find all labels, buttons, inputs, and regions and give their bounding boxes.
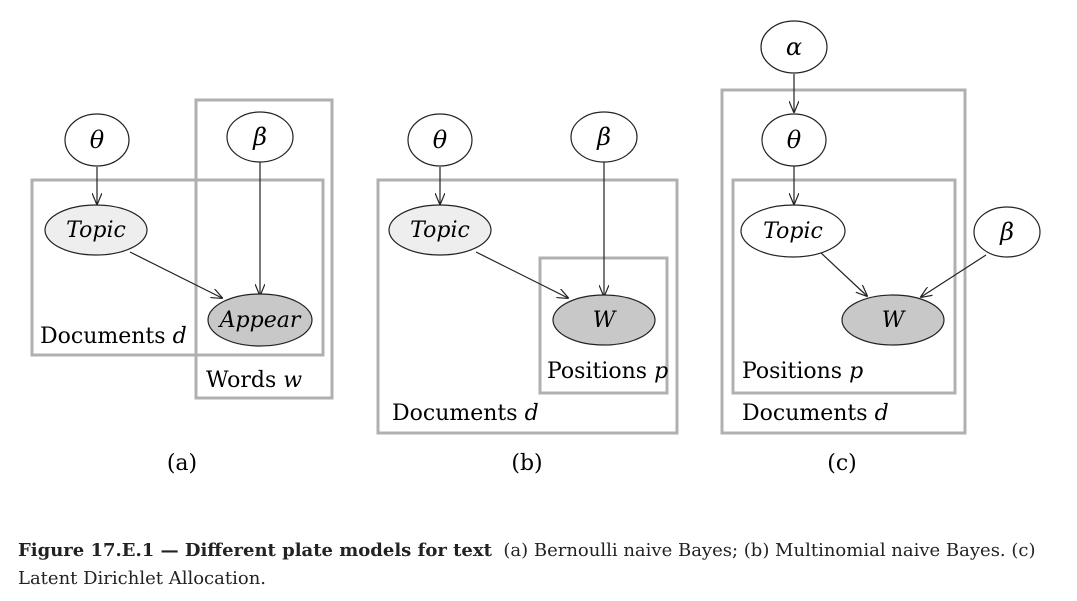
node-theta-a — [64, 113, 130, 167]
caption-text: (a) Bernoulli naive Bayes; (b) Multinomi… — [18, 540, 1036, 589]
node-theta-c-label: θ — [787, 126, 802, 154]
node-w-b — [552, 294, 656, 346]
node-topic-a-label: Topic — [66, 218, 126, 243]
plate-positions-c-label: Positions p — [742, 359, 863, 384]
panel-c: α θ Topic β W Positions p Documents d (c… — [720, 20, 1041, 476]
plate-words-a — [194, 98, 334, 400]
node-alpha-c-label: α — [786, 33, 802, 61]
edge-topic-w-c — [819, 251, 867, 296]
plate-documents-b — [376, 178, 679, 435]
node-alpha-c — [760, 20, 828, 74]
node-appear-a-label: Appear — [218, 308, 302, 333]
node-theta-b — [407, 113, 473, 167]
edge-topic-appear-a — [129, 251, 222, 298]
plate-documents-a-label: Documents d — [40, 324, 187, 349]
edge-beta-w-c — [921, 254, 987, 297]
node-beta-c — [973, 206, 1041, 258]
node-topic-c — [740, 204, 846, 258]
plate-words-a-label: Words w — [206, 368, 302, 393]
node-topic-a — [44, 204, 148, 256]
node-beta-a-label: β — [252, 123, 267, 151]
node-w-c — [841, 294, 945, 346]
node-appear-a — [207, 293, 313, 347]
node-topic-b — [388, 204, 492, 256]
sublabel-b: (b) — [511, 451, 542, 476]
node-topic-b-label: Topic — [410, 218, 470, 243]
plate-documents-a — [30, 178, 325, 357]
panel-a: θ β Topic Appear Documents d Words w (a) — [30, 98, 334, 476]
node-w-c-label: W — [882, 308, 907, 333]
node-theta-c — [761, 113, 827, 167]
node-beta-a — [226, 111, 294, 163]
node-theta-a-label: θ — [90, 126, 105, 154]
plate-diagram: θ β Topic Appear Documents d Words w (a)… — [30, 20, 1041, 476]
node-beta-c-label: β — [999, 218, 1014, 246]
sublabel-c: (c) — [827, 451, 857, 476]
node-beta-b-label: β — [596, 123, 611, 151]
sublabel-a: (a) — [167, 451, 197, 476]
caption-lead: Figure 17.E.1 — Different plate models f… — [18, 540, 492, 561]
node-w-b-label: W — [593, 308, 618, 333]
node-theta-b-label: θ — [433, 126, 448, 154]
plate-positions-c — [731, 178, 957, 395]
node-topic-c-label: Topic — [763, 219, 823, 244]
edge-topic-w-b — [475, 251, 568, 298]
plate-documents-c — [720, 88, 967, 435]
plate-documents-c-label: Documents d — [742, 401, 889, 426]
plate-documents-b-label: Documents d — [392, 401, 539, 426]
figure-caption: Figure 17.E.1 — Different plate models f… — [18, 537, 1058, 593]
panel-b: θ β Topic W Positions p Documents d (b) — [376, 111, 679, 476]
plate-positions-b-label: Positions p — [547, 359, 668, 384]
node-beta-b — [570, 111, 638, 163]
